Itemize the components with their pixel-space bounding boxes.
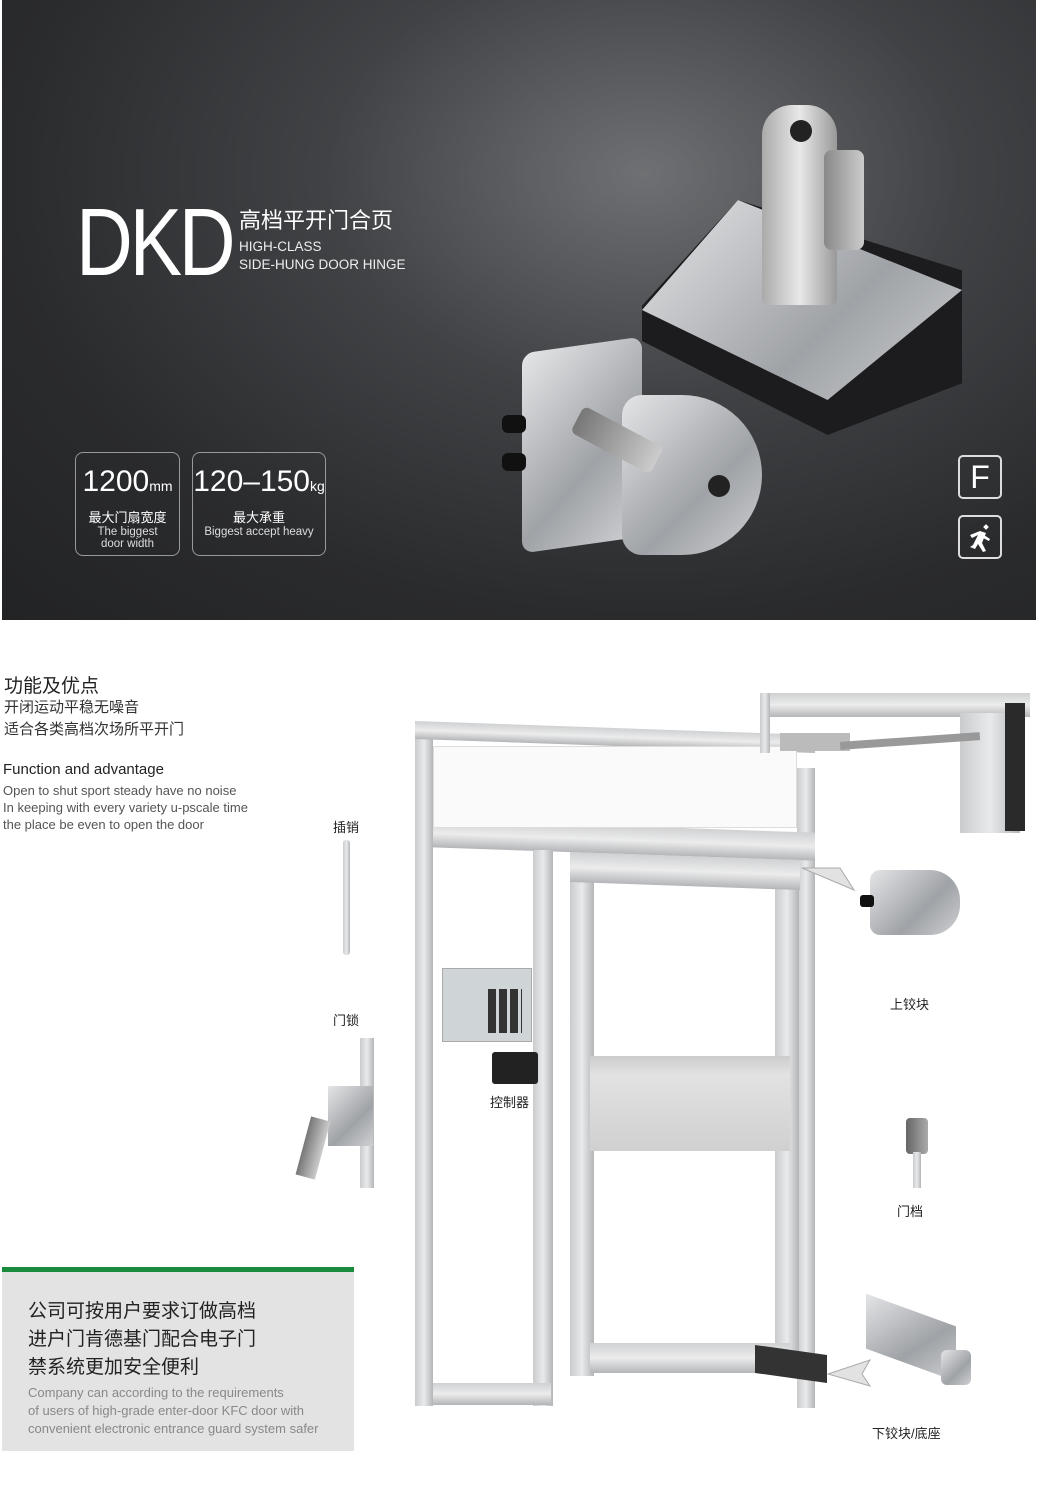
spec-door-width: 1200mm 最大门扇宽度 The biggest door width (75, 452, 180, 556)
hero-banner: DKD 高档平开门合页 HIGH-CLASS SIDE-HUNG DOOR HI… (2, 0, 1036, 620)
spec-label-cn: 最大门扇宽度 (88, 510, 167, 525)
spec-value: 120–150 (193, 465, 310, 498)
top-pivot-image (502, 335, 762, 565)
lock-label: 门锁 (333, 1013, 360, 1028)
floor-hinge-image (642, 105, 962, 440)
spec-label-en: door width (100, 538, 155, 550)
card-reader-image (492, 1052, 538, 1084)
features-heading-cn: 功能及优点 (4, 676, 100, 697)
brand-logo: DKD (76, 189, 236, 296)
door-diagram (415, 721, 827, 1408)
door-stop-image (906, 1118, 928, 1188)
feature-line: Open to shut sport steady have no noise (3, 783, 237, 798)
product-title-en: HIGH-CLASS SIDE-HUNG DOOR HINGE (239, 238, 406, 274)
spec-unit: mm (149, 478, 173, 494)
custom-order-note: 公司可按用户要求订做高档 进户门肯德基门配合电子门 禁系统更加安全便利 Comp… (2, 1267, 354, 1451)
bolt-image (343, 840, 350, 955)
spec-unit: kg (310, 478, 325, 494)
keypad-image (442, 968, 532, 1042)
pointer-arrow-icon (826, 1359, 872, 1387)
features-list-cn: 开闭运动平稳无噪音 适合各类高档次场所平开门 (4, 697, 184, 741)
top-hinge-label: 上铰块 (890, 997, 930, 1012)
spec-label-en: Biggest accept heavy (204, 526, 314, 538)
lock-image (295, 1038, 388, 1188)
door-closer-image (760, 693, 1030, 833)
feature-line: In keeping with every variety u-pscale t… (3, 800, 248, 815)
feature-line: the place be even to open the door (3, 817, 204, 832)
features-heading-en: Function and advantage (3, 761, 164, 778)
spec-label-cn: 最大承重 (232, 510, 285, 525)
spec-value: 1200 (82, 465, 150, 498)
product-title-cn: 高档平开门合页 (239, 208, 394, 233)
door-stop-label: 门档 (897, 1204, 924, 1219)
note-line-cn: 进户门肯德基门配合电子门 (28, 1329, 257, 1350)
controller-label: 控制器 (490, 1095, 530, 1110)
note-line-cn: 公司可按用户要求订做高档 (28, 1301, 257, 1322)
title-en-line: HIGH-CLASS (239, 239, 322, 254)
top-hinge-image (860, 865, 960, 945)
spec-max-load: 120–150kg 最大承重 Biggest accept heavy (192, 452, 326, 556)
spec-label-en: The biggest (97, 526, 158, 538)
pointer-arrow-icon (801, 867, 856, 892)
title-en-line: SIDE-HUNG DOOR HINGE (239, 257, 406, 272)
feature-line: 开闭运动平稳无噪音 (4, 699, 140, 716)
note-line-en: of users of high-grade enter-door KFC do… (28, 1403, 305, 1418)
note-line-en: Company can according to the requirement… (28, 1385, 284, 1400)
bolt-label: 插销 (333, 820, 360, 835)
features-list-en: Open to shut sport steady have no noise … (3, 782, 248, 833)
emergency-exit-icon (958, 515, 1002, 559)
note-line-cn: 禁系统更加安全便利 (28, 1357, 200, 1378)
note-line-en: convenient electronic entrance guard sys… (28, 1421, 319, 1436)
bottom-hinge-label: 下铰块/底座 (872, 1426, 941, 1441)
fire-rated-icon: F (958, 455, 1002, 499)
note-en: Company can according to the requirement… (28, 1384, 354, 1438)
bottom-hinge-image (866, 1293, 976, 1390)
feature-line: 适合各类高档次场所平开门 (4, 721, 185, 738)
